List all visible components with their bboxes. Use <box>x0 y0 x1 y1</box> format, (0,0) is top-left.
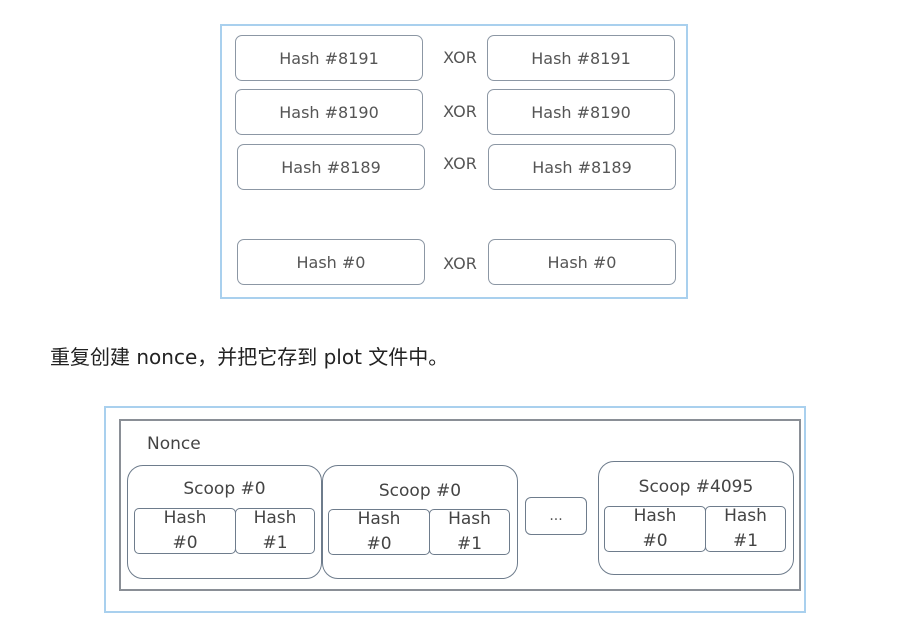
hash-cell-index: #0 <box>366 534 392 554</box>
hash-label: Hash #8191 <box>531 48 631 68</box>
hash-box-left: Hash #8189 <box>237 144 425 190</box>
hash-label: Hash #8189 <box>281 157 381 177</box>
caption-text: 重复创建 nonce，并把它存到 plot 文件中。 <box>50 345 449 369</box>
hash-cell: Hash #0 <box>604 506 706 552</box>
hash-cell-label: Hash <box>163 508 207 528</box>
hash-cell: Hash #1 <box>235 508 315 554</box>
hash-box-right: Hash #0 <box>488 239 676 285</box>
xor-label: XOR <box>443 48 477 67</box>
nonce-frame <box>119 419 801 591</box>
hash-cell: Hash #0 <box>328 509 430 555</box>
hash-label: Hash #8189 <box>532 157 632 177</box>
scoop-title: Scoop #4095 <box>638 477 754 497</box>
xor-diagram-frame <box>220 24 688 299</box>
xor-label: XOR <box>443 154 477 173</box>
hash-box-right: Hash #8189 <box>488 144 676 190</box>
hash-label: Hash #8190 <box>531 102 631 122</box>
hash-cell: Hash #0 <box>134 508 236 554</box>
hash-label: Hash #0 <box>296 252 366 272</box>
scoop-title: Scoop #0 <box>378 481 462 501</box>
hash-box-left: Hash #8191 <box>235 35 423 81</box>
hash-label: Hash #8191 <box>279 48 379 68</box>
hash-box-right: Hash #8191 <box>487 35 675 81</box>
xor-label: XOR <box>443 102 477 121</box>
hash-label: Hash #8190 <box>279 102 379 122</box>
nonce-diagram-outer-frame <box>104 406 806 613</box>
hash-cell-label: Hash <box>633 506 677 526</box>
hash-box-right: Hash #8190 <box>487 89 675 135</box>
scoop-title: Scoop #0 <box>183 479 266 499</box>
hash-cell: Hash #1 <box>705 506 786 552</box>
nonce-label: Nonce <box>147 434 201 454</box>
hash-cell: Hash #1 <box>429 509 510 555</box>
xor-label: XOR <box>443 254 477 273</box>
hash-cell-index: #1 <box>262 533 288 553</box>
hash-box-left: Hash #8190 <box>235 89 423 135</box>
hash-label: Hash #0 <box>547 252 617 272</box>
hash-cell-label: Hash <box>724 506 767 526</box>
hash-cell-index: #1 <box>456 534 483 554</box>
ellipsis-label: ... <box>549 508 563 524</box>
hash-cell-index: #0 <box>172 533 198 553</box>
hash-cell-label: Hash <box>253 508 297 528</box>
hash-cell-label: Hash <box>448 509 491 529</box>
hash-cell-index: #0 <box>642 531 668 551</box>
hash-cell-label: Hash <box>357 509 401 529</box>
hash-box-left: Hash #0 <box>237 239 425 285</box>
hash-cell-index: #1 <box>732 531 759 551</box>
ellipsis-box: ... <box>525 497 587 535</box>
